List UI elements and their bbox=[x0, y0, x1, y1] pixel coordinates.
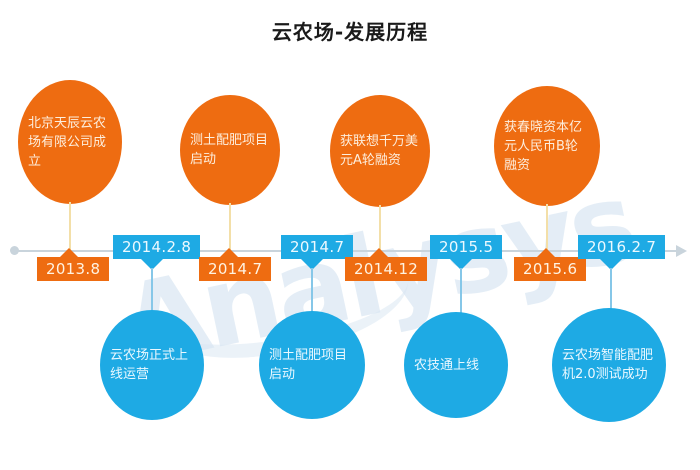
chip-pointer-icon bbox=[450, 259, 472, 270]
event-bubble[interactable]: 云农场正式上线运营 bbox=[100, 310, 204, 420]
chip-pointer-icon bbox=[301, 259, 323, 270]
date-label[interactable]: 2014.12 bbox=[345, 257, 428, 281]
page-title: 云农场-发展历程 bbox=[271, 20, 429, 44]
connector-stem bbox=[151, 268, 153, 318]
event-text: 获联想千万美元A轮融资 bbox=[340, 134, 419, 168]
date-label[interactable]: 2014.2.8 bbox=[113, 235, 201, 259]
date-label[interactable]: 2014.7 bbox=[199, 257, 272, 281]
chip-pointer-icon bbox=[535, 248, 557, 259]
event-bubble[interactable]: 农技通上线 bbox=[404, 312, 508, 418]
connector-stem bbox=[311, 268, 313, 318]
event-text: 获春晓资本亿元人民币B轮融资 bbox=[504, 119, 583, 173]
event-bubble[interactable]: 获联想千万美元A轮融资 bbox=[330, 95, 430, 207]
connector-stem bbox=[546, 204, 548, 250]
event-text: 农技通上线 bbox=[414, 357, 480, 373]
event-text: 测土配肥项目启动 bbox=[190, 133, 269, 167]
event-bubble[interactable]: 测土配肥项目启动 bbox=[180, 95, 280, 205]
chip-pointer-icon bbox=[141, 259, 163, 270]
chip-pointer-icon bbox=[58, 248, 80, 259]
connector-stem bbox=[229, 203, 231, 250]
connector-stem bbox=[69, 202, 71, 250]
event-text: 测土配肥项目启动 bbox=[269, 348, 348, 382]
event-bubble[interactable]: 测土配肥项目启动 bbox=[259, 311, 365, 419]
event-text: 云农场智能配肥机2.0测试成功 bbox=[562, 348, 654, 382]
date-label[interactable]: 2015.6 bbox=[514, 257, 587, 281]
event-bubble[interactable]: 云农场智能配肥机2.0测试成功 bbox=[552, 308, 666, 422]
connector-stem bbox=[460, 268, 462, 318]
event-bubble[interactable]: 北京天辰云农场有限公司成立 bbox=[18, 80, 122, 204]
event-bubble[interactable]: 获春晓资本亿元人民币B轮融资 bbox=[494, 86, 600, 206]
date-label[interactable]: 2013.8 bbox=[37, 257, 110, 281]
event-text: 云农场正式上线运营 bbox=[110, 348, 189, 382]
chip-pointer-icon bbox=[218, 248, 240, 259]
date-label[interactable]: 2014.7 bbox=[281, 235, 354, 259]
date-label[interactable]: 2015.5 bbox=[430, 235, 503, 259]
event-text: 北京天辰云农场有限公司成立 bbox=[28, 115, 107, 169]
chip-pointer-icon bbox=[368, 248, 390, 259]
timeline-end-arrow-icon bbox=[676, 245, 687, 257]
date-label[interactable]: 2016.2.7 bbox=[578, 235, 666, 259]
connector-stem bbox=[379, 205, 381, 250]
chip-pointer-icon bbox=[600, 259, 622, 270]
connector-stem bbox=[610, 268, 612, 315]
